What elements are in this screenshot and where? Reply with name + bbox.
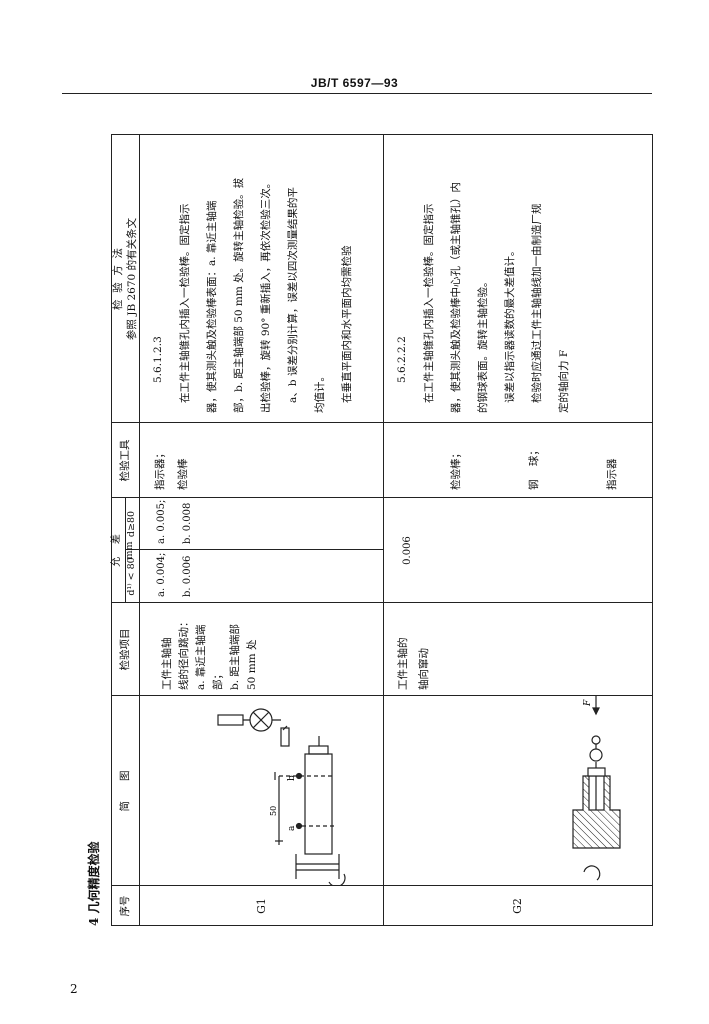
header-method: 检 验 方 法 [112,247,124,311]
g2-tolerance: 0.006 [402,536,413,565]
g1-tol-small: a. 0.004; b. 0.006 [156,552,193,597]
header-method-ref: 参照 JB 2670 的有关条文 [126,217,138,341]
header-tol-small: d¹⁾ < 80 [126,557,137,596]
table-right-border [111,134,652,135]
col-divider [111,602,652,603]
g1-item: 工件主轴轴 线的径向跳动： a. 靠近主轴端 部； b. 距主轴端部 50 mm… [161,616,258,691]
table-left-border [111,925,652,926]
g1-diagram: a b 50 [217,708,346,886]
g2-tools: 检验棒； 钢 球； 指示器 [450,445,618,490]
g1-tools: 指示器； 检验棒 [154,448,189,490]
g2-label-f: F [583,699,593,707]
section-title: 4 几何精度检验 [87,841,101,926]
header-tolerance: 允 差 [111,534,122,567]
page-number: 2 [70,982,78,996]
standard-number: JB/T 6597—93 [310,76,399,90]
g1-dim-label: 50 [269,806,278,816]
row-seq: G1 [255,898,268,914]
rotated-table-region: 4 几何精度检验 序号 简 图 检验项目 允 差 mm d¹⁾ < 80 d≥8… [85,134,653,926]
g2-method: 5.6.2.2.2 在工件主轴锥孔内插入一检验棒。固定指示 器，使其测头触及检验… [396,182,570,413]
header-tol-large: d≥80 [126,510,137,538]
g2-diagram: F [572,696,621,881]
col-divider [111,497,652,498]
header-rule [62,93,652,94]
g1-label-b: b [287,775,297,781]
g1-label-a: a [287,825,297,831]
tolerance-split [125,549,383,550]
header-seq: 序号 [119,895,131,917]
header-item: 检验项目 [119,628,131,671]
header-tools: 检验工具 [119,439,131,482]
g1-method: 5.6.1.2.3 在工件主轴锥孔内插入一检验棒。固定指示 器，使其测头触及检验… [152,177,353,413]
table-bottom-border [652,134,653,926]
g2-item: 工件主轴的 轴向窜动 [397,637,430,691]
g1-tol-large: a. 0.005; b. 0.008 [156,499,193,544]
row-seq: G2 [511,898,524,914]
header-diagram: 简 图 [119,770,131,812]
col-divider [111,422,652,423]
